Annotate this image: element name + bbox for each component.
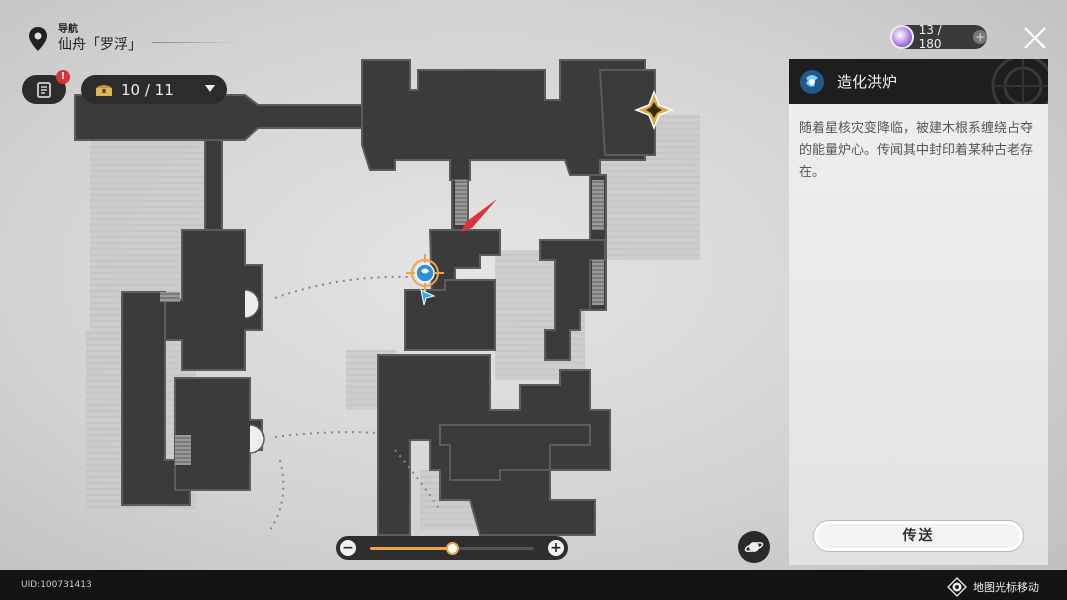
svg-text:›: › (261, 430, 265, 440)
notes-icon (37, 81, 51, 98)
zoom-slider-fill (370, 547, 452, 550)
location-name: 仙舟「罗浮」 (58, 37, 142, 53)
map-dotted-paths (269, 275, 441, 531)
zoom-control: − + (336, 536, 568, 560)
player-uid: UID:100731413 (21, 580, 92, 590)
map-door-markers: › › (244, 289, 265, 454)
dropdown-caret-icon (205, 85, 215, 92)
player-arrow-icon (420, 289, 436, 306)
chest-icon (96, 84, 112, 96)
space-anchor-icon[interactable] (633, 89, 675, 131)
location-type-icon (800, 69, 824, 94)
teleport-button[interactable]: 传送 (813, 520, 1024, 552)
notes-button[interactable]: ! (22, 70, 70, 104)
trailblaze-power-value: 13 / 180 (918, 23, 942, 51)
chest-counter-value: 10 / 11 (121, 80, 174, 99)
add-power-button[interactable]: + (973, 30, 987, 44)
panel-header-decoration (991, 59, 1048, 104)
zoom-slider-knob[interactable] (446, 542, 459, 555)
panel-title: 造化洪炉 (837, 73, 898, 91)
map-layer-button[interactable] (738, 531, 770, 563)
navigation-label: 导航 (58, 24, 78, 35)
panel-header: 造化洪炉 (789, 59, 1048, 104)
location-info-panel: 造化洪炉 随着星核灾变降临，被建木根系缠绕占夺的能量炉心。传闻其中封印着某种古老… (789, 59, 1048, 565)
planet-icon (744, 541, 764, 553)
bottom-bar: UID:100731413 地图光标移动 (0, 570, 1067, 600)
panel-description: 随着星核灾变降临，被建木根系缠绕占夺的能量炉心。传闻其中封印着某种古老存在。 (799, 121, 1034, 180)
zoom-out-button[interactable]: − (340, 540, 356, 556)
trailblaze-power-icon (890, 25, 914, 49)
chest-counter-dropdown[interactable]: 10 / 11 (81, 75, 227, 104)
cursor-move-hint: 地图光标移动 (947, 577, 1039, 597)
zoom-in-button[interactable]: + (548, 540, 564, 556)
target-arrow-icon (461, 199, 497, 232)
cursor-move-hint-label: 地图光标移动 (973, 581, 1039, 594)
zoom-slider-track[interactable] (370, 542, 534, 555)
location-pin-icon (29, 27, 47, 51)
map-canvas[interactable]: › › (0, 0, 1067, 570)
close-icon[interactable] (1022, 25, 1048, 51)
cursor-diamond-icon (947, 577, 967, 597)
navigation-header: 导航 仙舟「罗浮」 (28, 24, 142, 54)
notes-alert-badge: ! (56, 70, 70, 84)
navigation-divider (152, 42, 240, 43)
teleport-anchor-icon[interactable] (406, 254, 444, 292)
map-stairs (160, 180, 604, 465)
trailblaze-power: 13 / 180 + (890, 23, 987, 51)
svg-text:›: › (256, 295, 260, 305)
